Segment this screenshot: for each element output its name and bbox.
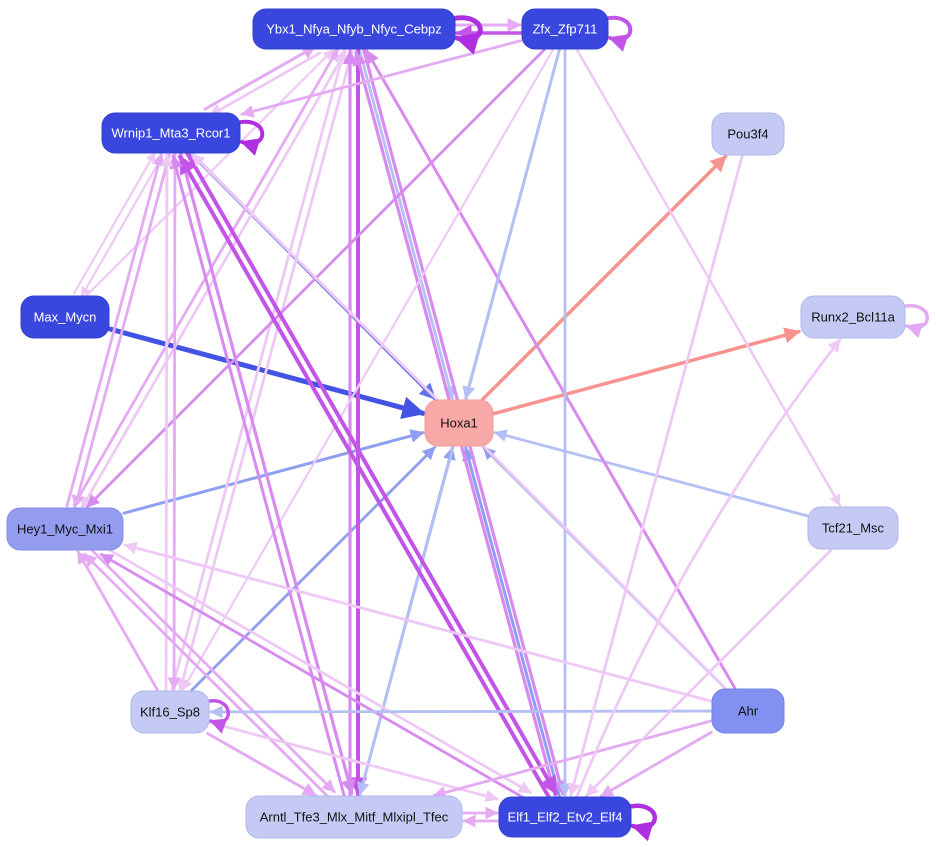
self-loop-zfx <box>602 15 633 52</box>
edge-wrnip1-max <box>80 154 164 298</box>
edge-elf1-hey1 <box>99 553 529 802</box>
node-wrnip1[interactable]: Wrnip1_Mta3_Rcor1 <box>101 112 241 154</box>
edge-tcf21-hoxa1 <box>493 429 809 518</box>
node-label-hey1: Hey1_Myc_Mxi1 <box>17 522 113 537</box>
edge-elf1-runx2 <box>575 338 842 798</box>
node-shape-arntl[interactable] <box>245 795 463 839</box>
edge-hoxa1-pou3f4 <box>480 154 728 402</box>
edge-wrnip1-elf1 <box>184 149 558 796</box>
node-shape-ahr[interactable] <box>711 688 785 734</box>
self-loop-layer <box>203 15 930 842</box>
node-shape-hey1[interactable] <box>6 507 124 551</box>
node-zfx[interactable]: Zfx_Zfp711 <box>521 8 609 50</box>
node-shape-elf1[interactable] <box>498 796 632 838</box>
self-loop-runx2 <box>899 304 930 339</box>
node-klf16[interactable]: Klf16_Sp8 <box>130 690 210 734</box>
node-label-wrnip1: Wrnip1_Mta3_Rcor1 <box>112 126 231 141</box>
edge-tcf21-elf1 <box>584 548 833 797</box>
edge-wrnip1-arntl <box>178 151 356 795</box>
node-label-ahr: Ahr <box>738 704 759 719</box>
node-label-elf1: Elf1_Elf2_Etv2_Elf4 <box>508 810 623 825</box>
node-shape-klf16[interactable] <box>130 690 210 734</box>
self-loop-elf1 <box>624 803 657 842</box>
edge-ahr-elf1 <box>599 730 713 798</box>
edge-elf1-wrnip1 <box>178 154 552 801</box>
node-label-zfx: Zfx_Zfp711 <box>533 22 598 37</box>
edge-hey1-arntl <box>88 546 336 794</box>
node-hoxa1[interactable]: Hoxa1 <box>424 399 494 447</box>
self-loop-klf16 <box>203 699 230 734</box>
node-shape-tcf21[interactable] <box>807 506 899 550</box>
edge-klf16-hoxa1 <box>190 446 436 692</box>
node-layer: Ybx1_Nfya_Nfyb_Nfyc_Cebpz Zfx_Zfp711Wrnip… <box>6 8 906 839</box>
edge-pou3f4-elf1 <box>567 154 744 797</box>
node-ybx1[interactable]: Ybx1_Nfya_Nfyb_Nfyc_Cebpz <box>252 8 456 50</box>
edge-ahr-ybx1 <box>365 49 737 690</box>
edge-elf1-hoxa1 <box>462 446 561 798</box>
edge-klf16-arntl <box>206 731 317 797</box>
node-shape-hoxa1[interactable] <box>424 399 494 447</box>
edge-wrnip1-klf16 <box>167 152 181 691</box>
node-label-arntl: Arntl_Tfe3_Mlx_Mitf_Mlxipl_Tfec <box>260 810 449 825</box>
edge-ahr-arntl <box>432 719 713 799</box>
edge-ahr-hey1 <box>123 541 713 703</box>
node-label-klf16: Klf16_Sp8 <box>140 705 200 720</box>
edge-klf16-hey1 <box>76 550 159 692</box>
node-runx2[interactable]: Runx2_Bcl11a <box>800 295 906 339</box>
self-loop-ybx1 <box>448 15 483 55</box>
edge-klf16-wrnip1 <box>160 153 174 692</box>
node-label-runx2: Runx2_Bcl11a <box>811 310 895 325</box>
edge-arntl-hey1 <box>83 552 331 800</box>
edge-ahr-klf16 <box>209 705 713 719</box>
edge-arntl-wrnip1 <box>169 154 346 798</box>
edge-wrnip1-hey1 <box>71 153 171 509</box>
edge-zfx-klf16 <box>182 48 555 691</box>
edge-klf16-ybx1 <box>170 48 348 691</box>
edge-wrnip1-ybx1 <box>203 45 317 111</box>
node-label-tcf21: Tcf21_Msc <box>822 521 885 536</box>
edge-ybx1-wrnip1 <box>208 51 322 117</box>
node-ahr[interactable]: Ahr <box>711 688 785 734</box>
node-hey1[interactable]: Hey1_Myc_Mxi1 <box>6 507 124 551</box>
node-label-ybx1: Ybx1_Nfya_Nfyb_Nfyc_Cebpz <box>266 22 442 37</box>
node-pou3f4[interactable]: Pou3f4 <box>711 112 785 156</box>
edge-hey1-wrnip1 <box>65 152 165 508</box>
edge-max-wrnip1 <box>73 151 157 295</box>
edge-ybx1-hoxa1 <box>358 48 456 400</box>
node-shape-ybx1[interactable] <box>252 8 456 50</box>
edge-klf16-elf1 <box>208 721 499 803</box>
node-elf1[interactable]: Elf1_Elf2_Etv2_Elf4 <box>498 796 632 838</box>
edge-hey1-elf1 <box>102 545 532 794</box>
node-label-max: Max_Mycn <box>34 310 97 325</box>
node-max[interactable]: Max_Mycn <box>20 295 110 339</box>
self-loop-wrnip1 <box>234 119 265 156</box>
node-tcf21[interactable]: Tcf21_Msc <box>807 506 899 550</box>
node-arntl[interactable]: Arntl_Tfe3_Mlx_Mitf_Mlxipl_Tfec <box>245 795 463 839</box>
edge-ybx1-klf16 <box>176 49 354 692</box>
node-shape-wrnip1[interactable] <box>101 112 241 154</box>
node-shape-zfx[interactable] <box>521 8 609 50</box>
node-shape-runx2[interactable] <box>800 295 906 339</box>
edge-zfx-wrnip1 <box>240 39 523 118</box>
node-shape-pou3f4[interactable] <box>711 112 785 156</box>
node-label-pou3f4: Pou3f4 <box>727 127 768 142</box>
node-label-hoxa1: Hoxa1 <box>440 416 478 431</box>
node-shape-max[interactable] <box>20 295 110 339</box>
